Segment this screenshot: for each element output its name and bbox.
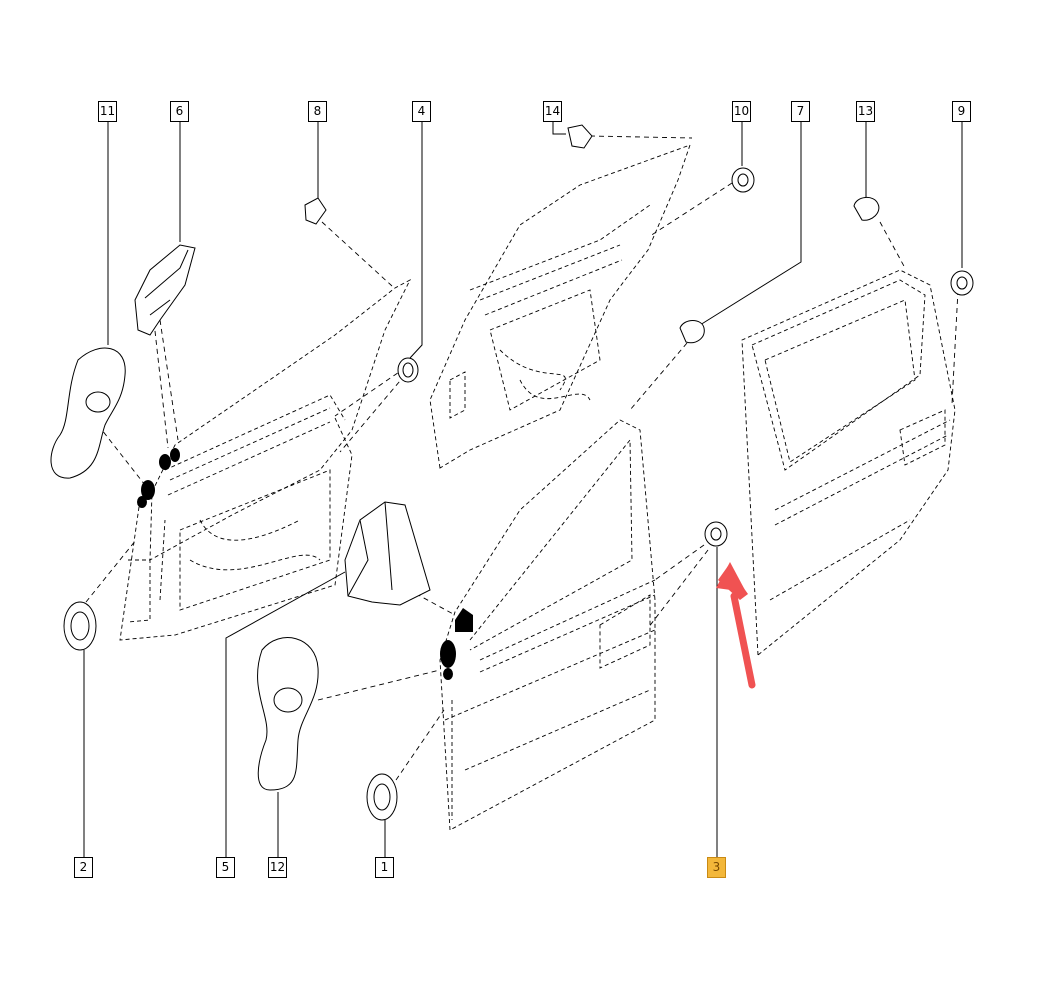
- leader-line-14: [552, 121, 566, 135]
- callout-5[interactable]: 5: [216, 857, 235, 878]
- callout-2[interactable]: 2: [74, 857, 93, 878]
- part-11-gasket: [50, 347, 126, 479]
- leader-line-4: [409, 121, 423, 359]
- callout-9[interactable]: 9: [952, 101, 971, 122]
- callout-14[interactable]: 14: [543, 101, 562, 122]
- callout-1[interactable]: 1: [375, 857, 394, 878]
- callout-12[interactable]: 12: [268, 857, 287, 878]
- part-14-plug: [567, 124, 593, 149]
- part-12-gasket: [257, 637, 319, 791]
- leader-line-7: [699, 121, 802, 326]
- callout-6[interactable]: 6: [170, 101, 189, 122]
- front-door-inner-panel: [119, 278, 412, 641]
- callout-8[interactable]: 8: [308, 101, 327, 122]
- part-7-plug: [679, 320, 705, 344]
- part-5-insulation: [344, 501, 431, 606]
- part-6-block: [134, 244, 196, 336]
- callout-7[interactable]: 7: [791, 101, 810, 122]
- leader-line-5: [225, 571, 346, 857]
- rear-door-inner-panel: [429, 144, 691, 469]
- callout-11[interactable]: 11: [98, 101, 117, 122]
- part-8-plug: [304, 197, 327, 225]
- callout-10[interactable]: 10: [732, 101, 751, 122]
- part-13-plug: [853, 197, 880, 221]
- rear-door-outer-skin: [741, 269, 956, 656]
- callout-3-highlighted[interactable]: 3: [707, 857, 726, 878]
- highlight-arrow: [716, 562, 756, 689]
- front-door-outer-skin: [439, 419, 656, 831]
- callout-13[interactable]: 13: [856, 101, 875, 122]
- callout-4[interactable]: 4: [412, 101, 431, 122]
